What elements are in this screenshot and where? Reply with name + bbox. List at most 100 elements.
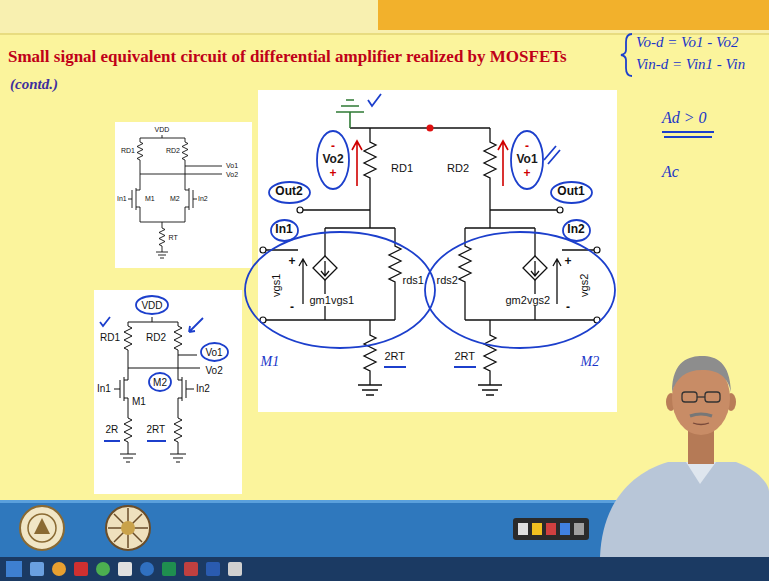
callout-circle xyxy=(201,343,228,361)
transistor-label: M2 xyxy=(170,195,180,203)
node-text: + xyxy=(329,167,336,180)
output-label: Vo2 xyxy=(226,171,238,179)
schematic-panel xyxy=(94,290,242,494)
polarity-sign: + xyxy=(289,255,296,269)
resistor-label: RD1 xyxy=(121,147,135,155)
node-text: Vo2 xyxy=(322,153,343,166)
schematic-wire xyxy=(174,322,182,380)
node-dot xyxy=(427,125,434,132)
node-text: VDD xyxy=(141,300,162,311)
terminal-callout: In2 xyxy=(562,219,591,242)
circuit-wire xyxy=(364,320,376,385)
callout-circle xyxy=(551,182,592,203)
node-text: In2 xyxy=(567,223,584,236)
node-text: Out2 xyxy=(275,185,302,198)
supply-callout: VDD xyxy=(135,295,169,315)
schematic-wire xyxy=(136,138,143,190)
resistor-label: RD1 xyxy=(391,162,413,175)
voltage-callout: -Vo1+ xyxy=(510,130,544,190)
resistor-label: RD2 xyxy=(166,147,180,155)
terminal-dot xyxy=(557,207,563,213)
callout-circle xyxy=(563,220,590,241)
taskbar xyxy=(6,561,22,577)
schematic-wire xyxy=(136,207,189,222)
taskbar xyxy=(184,562,198,576)
hand-annotation xyxy=(189,318,203,332)
node-text: Vo1 xyxy=(205,347,222,358)
source-label: gm2vgs2 xyxy=(505,294,552,307)
resistor-label: RD2 xyxy=(146,332,166,344)
resistor-label: RD1 xyxy=(100,332,120,344)
taskbar xyxy=(96,562,110,576)
input-label: In2 xyxy=(198,195,208,203)
hand-annotation xyxy=(384,366,476,368)
schematic-wire xyxy=(140,135,185,138)
hand-annotation xyxy=(544,146,560,164)
callout-circle xyxy=(511,131,543,189)
terminal-dot xyxy=(260,207,600,323)
resistor-label: RD2 xyxy=(447,162,469,175)
schematic-wire xyxy=(128,317,178,322)
schematic-wire xyxy=(140,166,222,174)
node-text: - xyxy=(525,140,529,153)
schematic-wire xyxy=(128,355,200,368)
circuit-wire xyxy=(364,128,376,228)
schematic-wire xyxy=(174,398,182,454)
lecturer xyxy=(600,462,769,557)
taskbar xyxy=(140,562,154,576)
institute-logo xyxy=(34,518,50,534)
pen-toolbar xyxy=(518,523,528,535)
institute-logo xyxy=(106,506,150,550)
transistor-label: M1 xyxy=(145,195,155,203)
resistor-label: 2RT xyxy=(455,350,476,363)
lecturer xyxy=(672,356,731,392)
ground-symbol xyxy=(336,100,364,128)
hand-equation: Vo-d = Vo1 - Vo2 xyxy=(636,34,739,51)
slide-background xyxy=(378,0,769,30)
node-text: Vo1 xyxy=(516,153,537,166)
pen-toolbar xyxy=(546,523,556,535)
lecturer xyxy=(682,392,697,402)
resistor-label: RT xyxy=(169,234,178,242)
schematic-wire xyxy=(124,322,132,380)
output-label: Vo1 xyxy=(226,162,238,170)
pen-toolbar xyxy=(513,518,589,540)
terminal-callout: Out2 xyxy=(268,181,311,204)
institute-logo xyxy=(108,508,148,548)
node-text: In1 xyxy=(275,223,292,236)
circuit-wire xyxy=(465,250,594,320)
lecturer xyxy=(697,396,705,397)
hand-annotation xyxy=(662,132,714,137)
supply-label: VDD xyxy=(155,126,170,134)
pen-toolbar xyxy=(513,518,589,540)
schematic-wire xyxy=(156,252,168,258)
schematic-wire xyxy=(159,222,165,252)
circuit-wire xyxy=(313,256,547,280)
hand-annotation xyxy=(100,317,166,441)
voltage-callout: -Vo2+ xyxy=(316,130,350,190)
circuit-wire xyxy=(484,320,496,385)
polarity-sign: - xyxy=(566,301,570,315)
callout-circle xyxy=(317,131,349,189)
voltage-label: vgs1 xyxy=(270,273,283,296)
schematic-panel xyxy=(258,90,617,412)
pen-toolbar xyxy=(532,523,542,535)
lecturer xyxy=(705,392,720,402)
hand-annotation xyxy=(621,34,632,76)
resistor-label: rds2 xyxy=(437,274,458,287)
hand-note: M2 xyxy=(581,354,600,370)
output-callout: Vo1 xyxy=(200,342,229,362)
institute-logo xyxy=(28,514,56,542)
taskbar xyxy=(52,562,66,576)
slide-background xyxy=(0,0,769,33)
node-text: + xyxy=(523,167,530,180)
input-label: In2 xyxy=(196,383,210,395)
circuit-wire xyxy=(484,128,496,228)
transistor-callout: M2 xyxy=(148,372,172,392)
taskbar xyxy=(228,562,242,576)
circuit-wire xyxy=(350,127,490,128)
terminal-callout: In1 xyxy=(270,219,299,242)
hand-annotation xyxy=(368,94,381,106)
source-label: gm1vgs1 xyxy=(309,294,356,307)
